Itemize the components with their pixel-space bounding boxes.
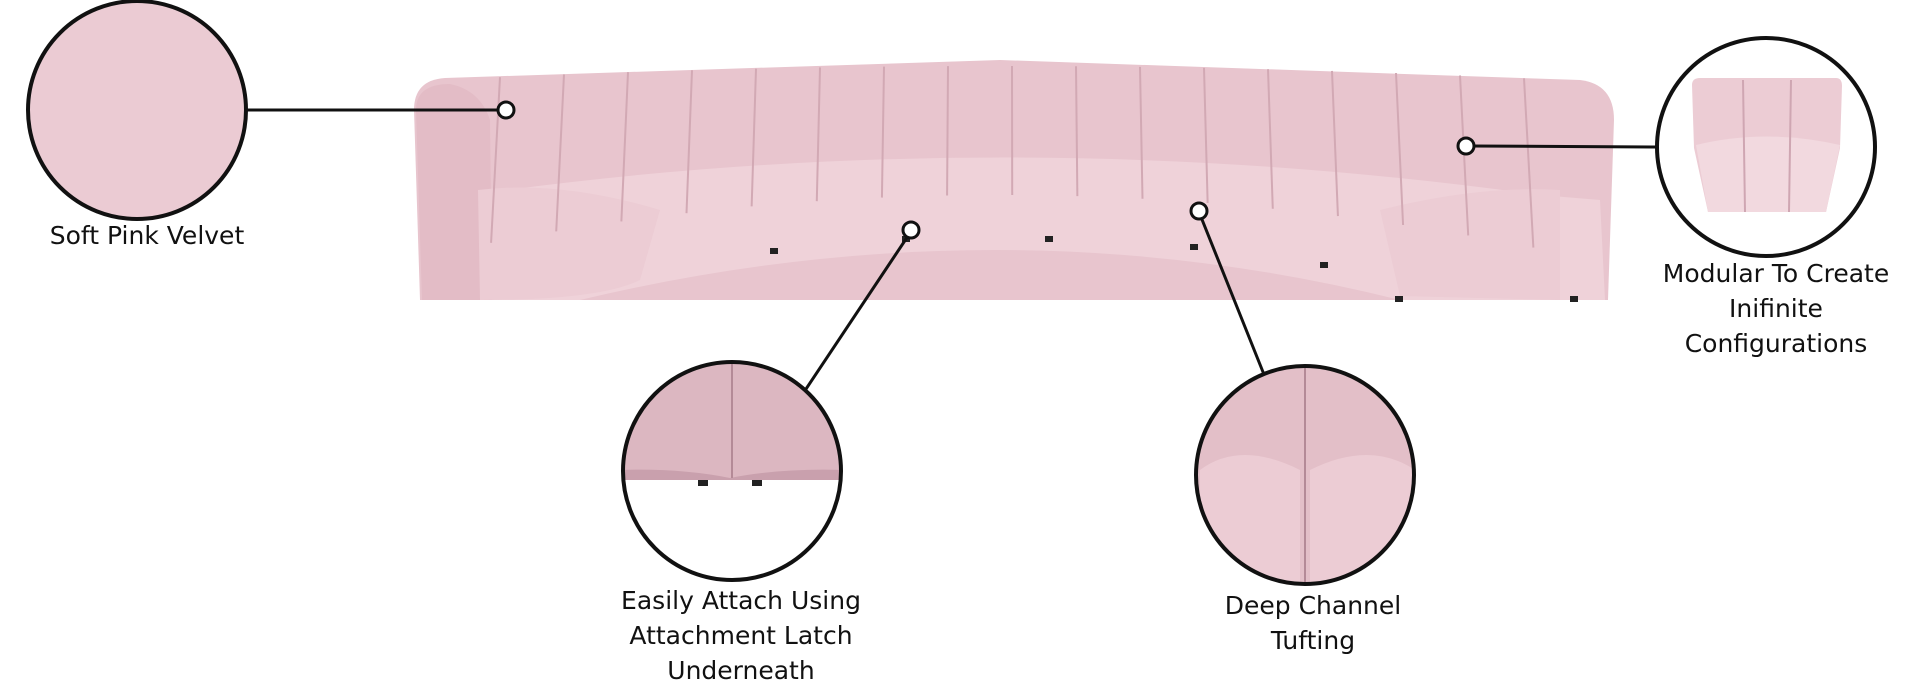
label-line: Inifinite: [1729, 294, 1823, 323]
callout-label-velvet: Soft Pink Velvet: [49, 221, 245, 250]
callout-line-attach: [804, 235, 910, 390]
callout-dot-modular: [1456, 136, 1476, 156]
label-line: Attachment Latch: [629, 621, 853, 650]
label-line: Tufting: [1270, 626, 1356, 655]
channel-line: [685, 70, 693, 214]
callout-line-tufting: [1199, 216, 1267, 378]
channel-line: [1395, 72, 1405, 226]
callout-dot-attach: [901, 220, 921, 240]
callout-dot-tufting: [1189, 201, 1209, 221]
label-line: Deep Channel: [1224, 591, 1402, 620]
channel-line: [815, 67, 821, 202]
channel-line: [946, 66, 949, 196]
callout-label-modular: Modular To Create Inifinite Configuratio…: [1663, 256, 1889, 361]
callout-label-attach: Easily Attach Using Attachment Latch Und…: [621, 583, 861, 688]
callout-label-tufting: Deep Channel Tufting: [1225, 588, 1401, 658]
channel-line: [1267, 69, 1274, 209]
channel-line: [750, 68, 757, 207]
channel-line: [555, 74, 565, 232]
velvet-swatch-circle: [26, 0, 248, 221]
tufting-closeup-circle: [1194, 364, 1416, 586]
right-seat-end: [1380, 189, 1560, 300]
callout-line-modular: [1471, 144, 1657, 149]
attachment-closeup-circle: [621, 360, 843, 582]
channel-line: [1331, 70, 1339, 217]
modular-chair-circle: [1655, 36, 1877, 258]
label-line: Easily Attach Using: [621, 586, 861, 615]
left-arm: [416, 84, 492, 300]
label-line: Underneath: [667, 656, 815, 685]
sectional-sofa: [414, 60, 1614, 302]
channel-line: [620, 72, 629, 222]
left-seat-end: [478, 187, 660, 300]
label-line: Configurations: [1684, 329, 1868, 358]
callout-dot-velvet: [496, 100, 516, 120]
channel-line: [1139, 66, 1144, 199]
channel-line: [1523, 78, 1535, 248]
channel-line: [1203, 67, 1209, 203]
channel-line: [1075, 66, 1079, 197]
channel-tufting-lines: [490, 66, 1535, 248]
channel-line: [1459, 75, 1470, 236]
label-line: Modular To Create: [1662, 259, 1890, 288]
channel-line: [880, 66, 885, 198]
